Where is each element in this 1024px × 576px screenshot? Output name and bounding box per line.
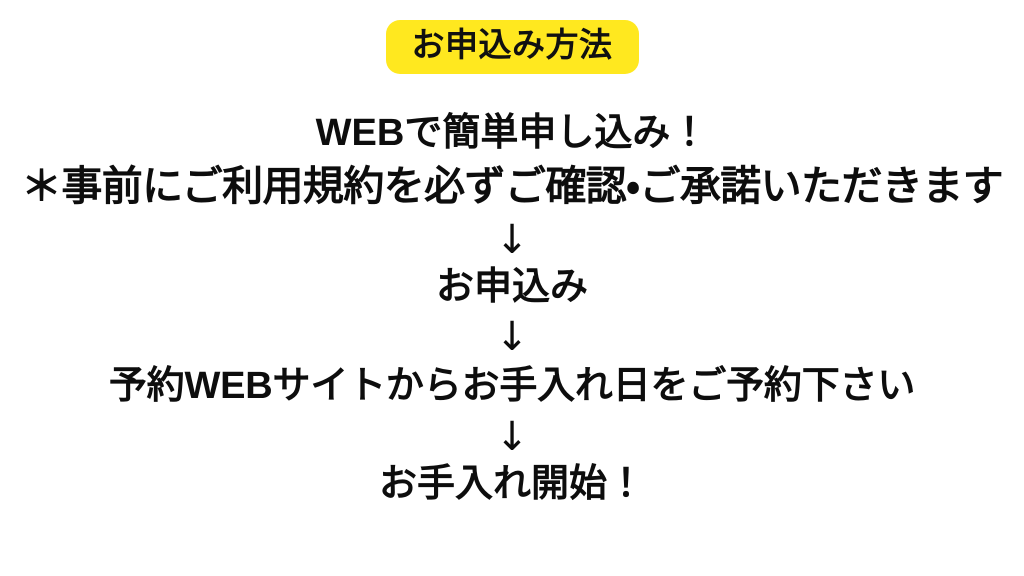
down-arrow-icon-2: ↓ — [495, 313, 529, 360]
badge-row: お申込み方法 — [0, 20, 1024, 74]
step-4-text: 予約WEBサイトからお手入れ日をご予約下さい — [108, 364, 916, 407]
down-arrow-icon-1: ↓ — [495, 217, 529, 264]
step-2-note-text: ＊事前にご利用規約を必ずご確認・ご承諾いただきます — [20, 163, 1004, 210]
step-3-text: お申込み — [435, 266, 588, 309]
down-arrow-icon-3: ↓ — [495, 414, 529, 461]
step-5-text: お手入れ開始！ — [378, 463, 645, 506]
section-heading-label: お申込み方法 — [411, 26, 613, 63]
section-heading-badge: お申込み方法 — [385, 20, 639, 74]
steps-flow: WEBで簡単申し込み！ ＊事前にご利用規約を必ずご確認・ご承諾いただきます ↓ … — [0, 112, 1024, 506]
step-1-text: WEBで簡単申し込み！ — [315, 111, 709, 154]
